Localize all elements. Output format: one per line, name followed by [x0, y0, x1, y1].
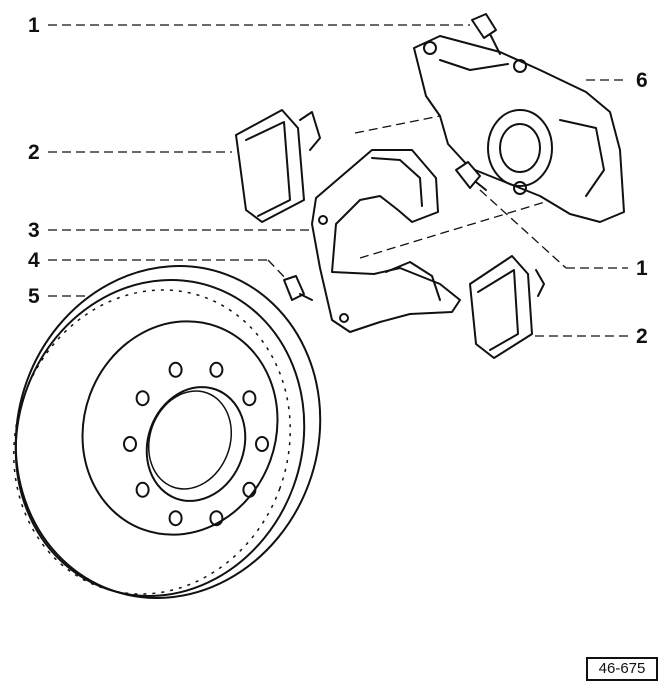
callout-1-right: 1: [636, 257, 648, 280]
lug-bolt-hole: [255, 436, 269, 452]
leader-lines: [48, 24, 628, 337]
brake-disc: [13, 265, 322, 599]
brake-pad-left: [235, 109, 321, 223]
lug-bolt-hole: [168, 510, 183, 527]
lug-bolt-hole: [242, 481, 257, 498]
lug-bolt-hole: [123, 436, 137, 452]
lug-bolt-hole: [135, 390, 150, 407]
lug-bolt-hole: [135, 481, 150, 498]
figure-reference: 46-675: [586, 657, 658, 681]
bolt-top: [471, 13, 501, 55]
brake-pad-right: [469, 255, 545, 359]
callout-1-top: 1: [28, 14, 40, 37]
screw: [283, 275, 313, 301]
caliper-carrier: [311, 149, 461, 333]
lug-bolt-hole: [209, 361, 224, 378]
callout-2-left: 2: [28, 141, 40, 164]
lug-bolt-hole: [209, 510, 224, 527]
caliper-housing: [413, 35, 625, 223]
callout-4: 4: [28, 249, 40, 272]
callout-3: 3: [28, 219, 40, 242]
callout-5: 5: [28, 285, 40, 308]
lug-bolt-hole: [242, 390, 257, 407]
lug-bolt-hole: [168, 361, 183, 378]
callout-6: 6: [636, 69, 648, 92]
callout-2-right: 2: [636, 325, 648, 348]
bolt-middle: [455, 161, 487, 191]
